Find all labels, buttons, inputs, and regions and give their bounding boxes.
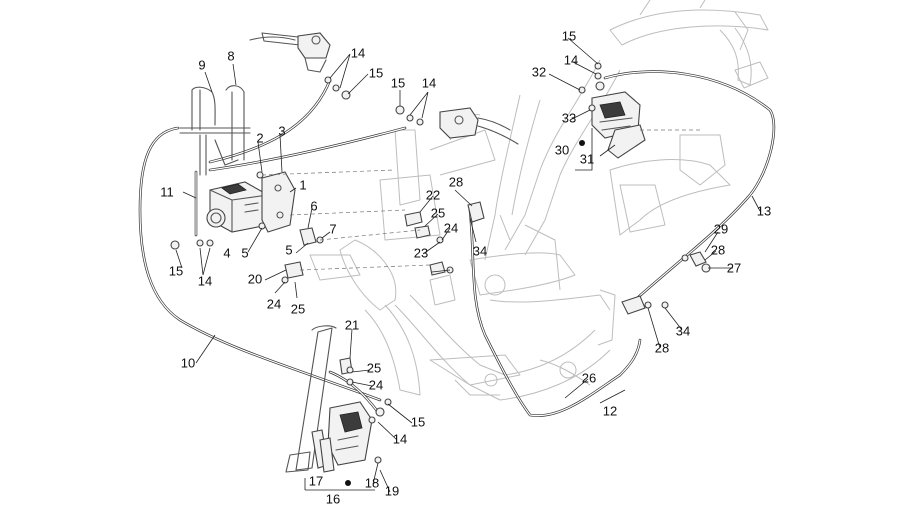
callout-14e: 14 <box>393 431 407 446</box>
callout-25b: 25 <box>291 301 305 316</box>
callout-labels: 1 2 3 4 5 5 6 7 8 9 10 11 12 13 14 14 14… <box>160 28 771 506</box>
callout-24a: 24 <box>444 220 458 235</box>
callout-14c: 14 <box>564 52 578 67</box>
rubber-mounts <box>258 222 324 246</box>
assembly-dot-front <box>345 480 351 486</box>
callout-5a: 5 <box>241 245 248 260</box>
front-fork-leg <box>285 325 337 473</box>
callout-24b: 24 <box>267 296 281 311</box>
callout-18: 18 <box>365 475 379 490</box>
callout-23: 23 <box>414 245 428 260</box>
callout-9: 9 <box>198 57 205 72</box>
left-brake-lever <box>249 32 331 73</box>
assembly-dot-rear <box>579 140 585 146</box>
callout-11: 11 <box>160 184 174 199</box>
callout-15b: 15 <box>391 75 405 90</box>
callout-25a: 25 <box>431 205 445 220</box>
callout-28a: 28 <box>449 174 463 189</box>
callout-30: 30 <box>555 142 569 157</box>
callout-14a: 14 <box>351 45 365 60</box>
callout-14d: 14 <box>198 273 212 288</box>
callout-33: 33 <box>562 110 576 125</box>
right-brake-lever <box>439 107 519 145</box>
callout-15a: 15 <box>369 65 383 80</box>
callout-3: 3 <box>278 123 285 138</box>
callout-26: 26 <box>582 370 596 385</box>
callout-6: 6 <box>310 198 317 213</box>
callout-28c: 28 <box>655 340 669 355</box>
callout-31: 31 <box>580 151 594 166</box>
callout-24c: 24 <box>369 377 383 392</box>
callout-28b: 28 <box>711 242 725 257</box>
leader-lines <box>175 37 761 493</box>
callout-4: 4 <box>223 245 230 260</box>
hose-clips <box>284 201 707 375</box>
callout-25c: 25 <box>367 360 381 375</box>
callout-5b: 5 <box>285 242 292 257</box>
front-brake-caliper <box>311 401 373 473</box>
callout-10: 10 <box>181 355 195 370</box>
callout-13: 13 <box>757 203 771 218</box>
callout-32: 32 <box>532 64 546 79</box>
callout-19: 19 <box>385 483 399 498</box>
callout-14b: 14 <box>422 75 436 90</box>
callout-34b: 34 <box>676 323 690 338</box>
callout-1: 1 <box>299 177 306 192</box>
callout-34a: 34 <box>473 243 487 258</box>
scooter-frame <box>309 0 769 401</box>
callout-16: 16 <box>326 491 340 506</box>
callout-12: 12 <box>603 403 617 418</box>
callout-7: 7 <box>329 221 336 236</box>
callout-29: 29 <box>714 221 728 236</box>
callout-27: 27 <box>727 260 741 275</box>
callout-8: 8 <box>227 48 234 63</box>
assembly-guide-lines <box>261 129 700 271</box>
callout-22: 22 <box>426 187 440 202</box>
rear-brake-caliper <box>591 91 646 159</box>
callout-2: 2 <box>256 130 263 145</box>
callout-15d: 15 <box>169 263 183 278</box>
callout-20: 20 <box>248 271 262 286</box>
abs-bracket <box>261 171 296 233</box>
callout-17: 17 <box>309 473 323 488</box>
callout-21: 21 <box>345 317 359 332</box>
callout-15e: 15 <box>411 414 425 429</box>
callout-15c: 15 <box>562 28 576 43</box>
